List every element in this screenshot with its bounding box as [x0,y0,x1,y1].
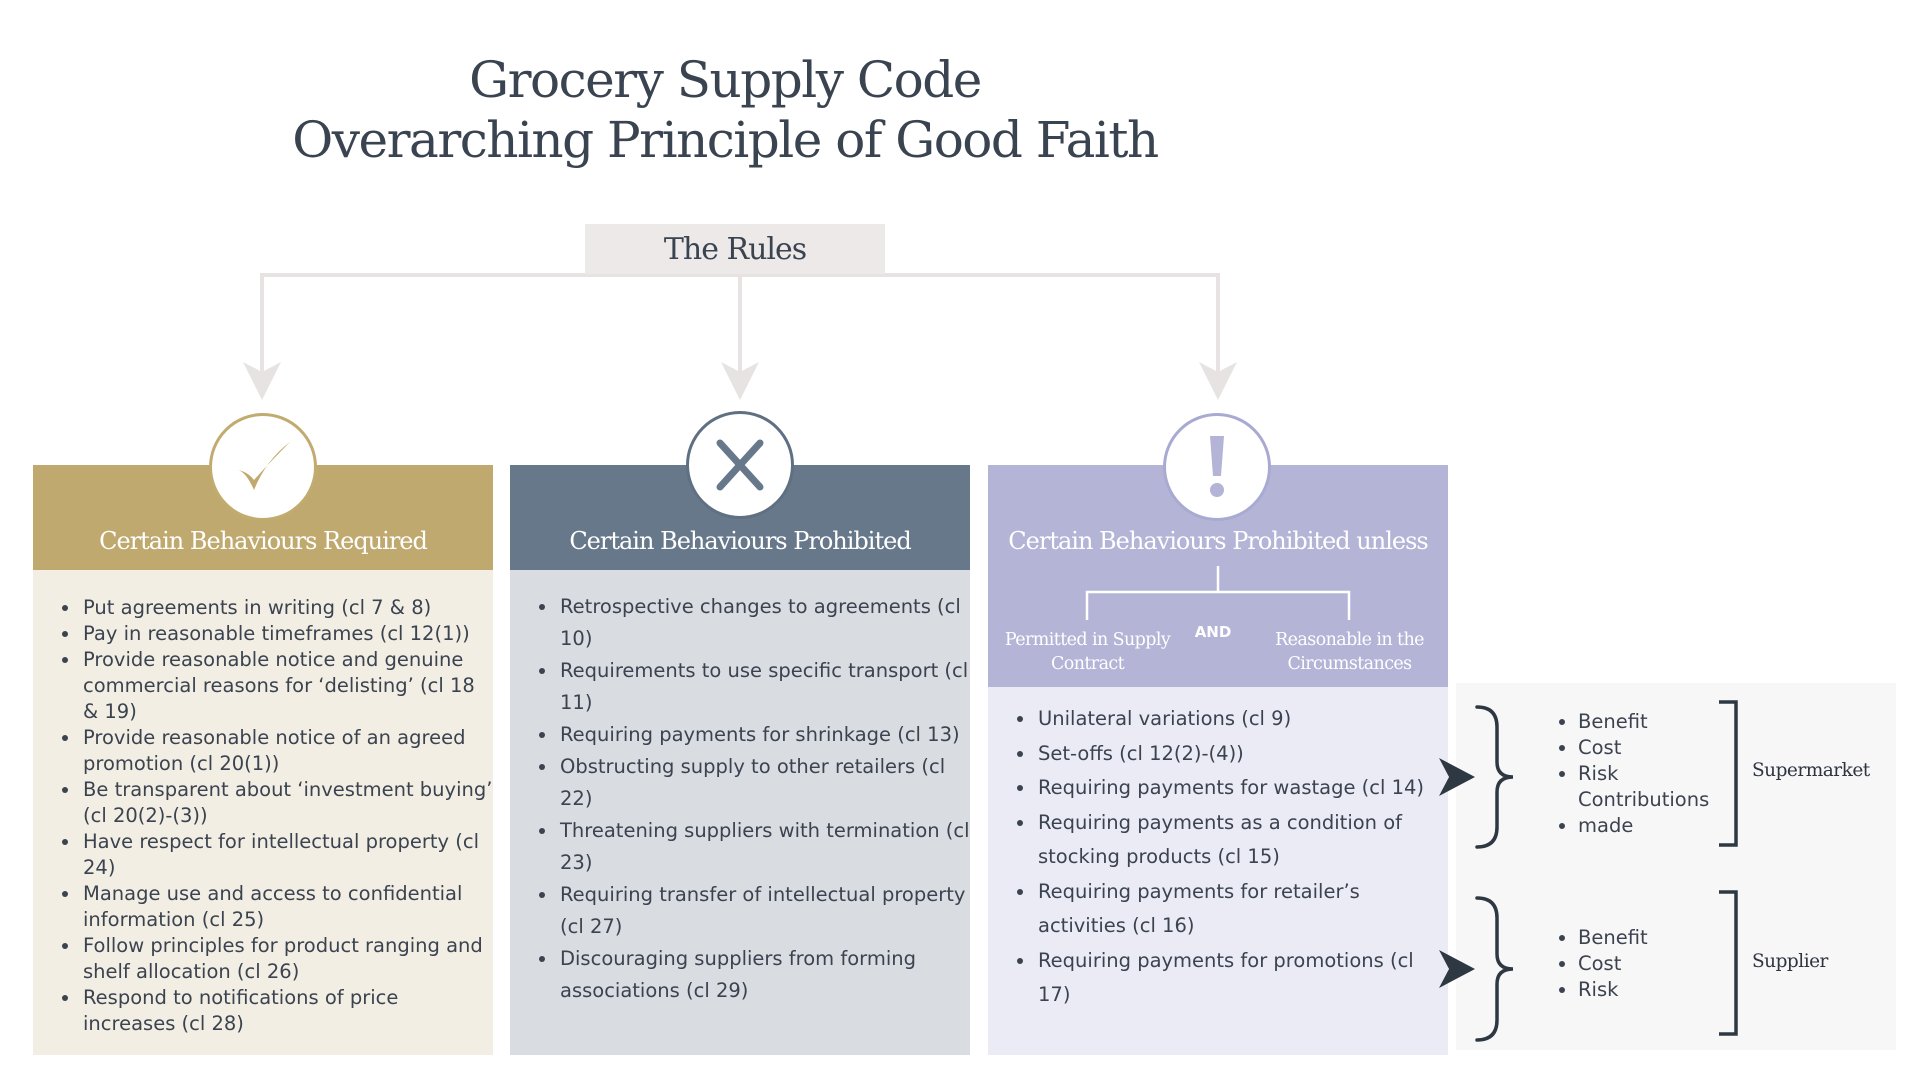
list-item: Risk [1578,977,1648,1003]
prohibited-unless-badge [1163,413,1271,521]
supplier-label: Supplier [1752,951,1828,972]
list-item: Cost [1578,951,1648,977]
curly-brace-icon [1475,896,1514,1042]
arrow-right-icon [1439,950,1475,988]
list-item: Requiring payments for shrinkage (cl 13) [558,719,970,751]
prohibited-badge [686,411,794,519]
supermarket-label: Supermarket [1752,760,1870,781]
condition-and: AND [1194,623,1232,641]
list-item: Pay in reasonable timeframes (cl 12(1)) [81,621,493,647]
list-item: Be transparent about ‘investment buying’… [81,777,493,829]
assessment-panel [1456,683,1896,1050]
list-item: Have respect for intellectual property (… [81,829,493,881]
check-icon [238,442,290,490]
assessment-square-brackets [1719,700,1738,1036]
list-item: Requiring payments as a condition of sto… [1036,806,1448,875]
list-item: Provide reasonable notice and genuine co… [81,647,493,725]
assessment-braces [1439,705,1514,1042]
square-bracket-icon [1719,700,1738,847]
required-body: Put agreements in writing (cl 7 & 8) Pay… [33,570,493,1055]
exclamation-icon [1210,436,1224,497]
prohibited-unless-title: Certain Behaviours Prohibited unless [1008,527,1428,555]
list-item-text: Provide reasonable notice and genuine co… [83,648,475,723]
page-title: Grocery Supply Code Overarching Principl… [260,50,1190,170]
prohibited-unless-body: Unilateral variations (cl 9) Set-offs (c… [988,687,1448,1055]
list-item: Requiring payments for retailer’s activi… [1036,875,1448,944]
list-item: Requiring payments for wastage (cl 14) [1036,771,1448,806]
list-item-text: Contributions made [1578,788,1710,837]
required-title: Certain Behaviours Required [99,527,428,555]
list-item: Provide reasonable notice of an agreed p… [81,725,493,777]
prohibited-title: Certain Behaviours Prohibited [569,527,911,555]
list-item: Respond to notifications of price increa… [81,985,493,1037]
list-item: Contributions made [1578,787,1718,839]
prohibited-unless-list: Unilateral variations (cl 9) Set-offs (c… [988,687,1448,1013]
list-item: Put agreements in writing (cl 7 & 8) [81,595,493,621]
supermarket-factors: Benefit Cost Risk Contributions made [1560,709,1718,839]
list-item: Threatening suppliers with termination (… [558,815,970,879]
list-item: Discouraging suppliers from forming asso… [558,943,970,1007]
required-badge [209,413,317,521]
list-item: Obstructing supply to other retailers (c… [558,751,970,815]
list-item: Set-offs (cl 12(2)-(4)) [1036,737,1448,772]
list-item: Retrospective changes to agreements (cl … [558,591,970,655]
condition-left: Permitted in Supply Contract [1004,630,1171,674]
list-item: Benefit [1578,709,1718,735]
condition-right: Reasonable in the Circumstances [1275,630,1424,674]
arrow-down-icon [1199,362,1237,400]
list-item: Unilateral variations (cl 9) [1036,702,1448,737]
prohibited-list: Retrospective changes to agreements (cl … [510,570,970,1007]
arrow-right-icon [1439,758,1475,796]
curly-brace-icon [1475,705,1514,849]
list-item: Requiring transfer of intellectual prope… [558,879,970,943]
arrow-down-icon [243,362,281,400]
required-list: Put agreements in writing (cl 7 & 8) Pay… [33,570,493,1037]
arrow-down-icon [721,362,759,400]
title-line-1: Grocery Supply Code [469,51,982,109]
list-item: Requirements to use specific transport (… [558,655,970,719]
list-item: Follow principles for product ranging an… [81,933,493,985]
condition-bracket [1085,566,1351,620]
prohibited-body: Retrospective changes to agreements (cl … [510,570,970,1055]
title-line-2: Overarching Principle of Good Faith [292,111,1159,169]
list-item: Cost [1578,735,1718,761]
x-icon [716,439,764,491]
supplier-factors: Benefit Cost Risk [1560,925,1648,1003]
list-item: Benefit [1578,925,1648,951]
list-item: Manage use and access to confidential in… [81,881,493,933]
square-bracket-icon [1719,890,1738,1036]
rules-box: The Rules [585,224,885,274]
list-item: Requiring payments for promotions (cl 17… [1036,944,1448,1013]
list-item: Risk [1578,761,1718,787]
